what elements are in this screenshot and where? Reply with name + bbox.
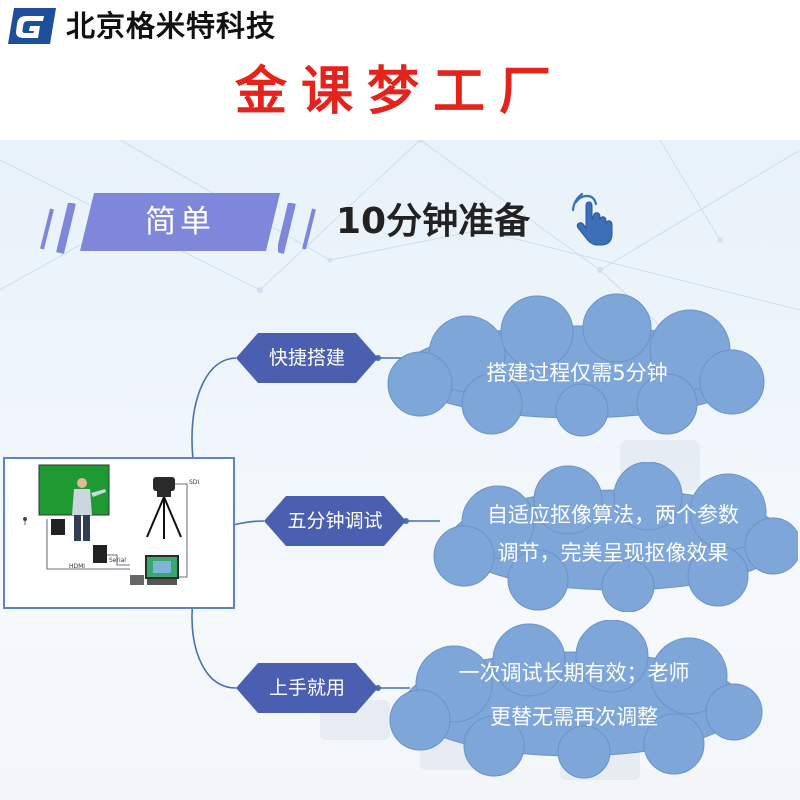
page-title: 金课梦工厂 xyxy=(234,61,565,122)
banner-tab-label: 简单 xyxy=(145,204,215,240)
banner-heading: 10分钟准备 xyxy=(336,201,531,242)
banner-tab xyxy=(80,193,280,251)
company-name: 北京格米特科技 xyxy=(66,9,277,43)
sdi-cable-label: SDI xyxy=(189,479,200,486)
cloud-shape-icon xyxy=(433,462,798,612)
cloud-ready-to-use: 一次调试长期有效；老师 更替无需再次调整 xyxy=(384,620,764,780)
branch-label-five-minute-tuning: 五分钟调试 xyxy=(287,510,383,532)
cloud-shape-icon xyxy=(387,293,765,437)
branch-label-quick-setup: 快捷搭建 xyxy=(268,347,345,369)
serial-cable-label: Serial xyxy=(109,557,126,564)
cloud-shape-icon xyxy=(389,620,763,779)
header: 北京格米特科技 金课梦工厂 xyxy=(0,0,800,140)
banner-stripes-right xyxy=(278,203,316,254)
company-logo-icon xyxy=(8,8,56,44)
cloud-text-tuning-line-2: 调节，完美呈现抠像效果 xyxy=(497,541,729,565)
banner-stripes-left xyxy=(40,203,76,254)
cloud-text-tuning-line-1: 自适应抠像算法，两个参数 xyxy=(487,503,739,527)
cloud-quick-setup: 搭建过程仅需5分钟 xyxy=(372,292,782,438)
branch-diamond-five-minute-tuning: 五分钟调试 xyxy=(264,496,406,546)
studio-setup-icon xyxy=(23,464,188,585)
cloud-five-minute-tuning: 自适应抠像算法，两个参数 调节，完美呈现抠像效果 xyxy=(428,462,798,612)
cloud-text-ready-line-2: 更替无需再次调整 xyxy=(490,705,658,729)
pointing-hand-icon xyxy=(571,192,613,246)
cloud-text-quick-setup: 搭建过程仅需5分钟 xyxy=(486,361,668,385)
branch-diamond-quick-setup: 快捷搭建 xyxy=(236,333,378,383)
cloud-text-ready-line-1: 一次调试长期有效；老师 xyxy=(458,661,690,685)
branch-diamond-ready-to-use: 上手就用 xyxy=(236,663,378,713)
setup-illustration: HDMI SDI Serial xyxy=(3,457,235,609)
hdmi-cable-label: HDMI xyxy=(69,563,86,570)
branch-label-ready-to-use: 上手就用 xyxy=(268,677,345,699)
